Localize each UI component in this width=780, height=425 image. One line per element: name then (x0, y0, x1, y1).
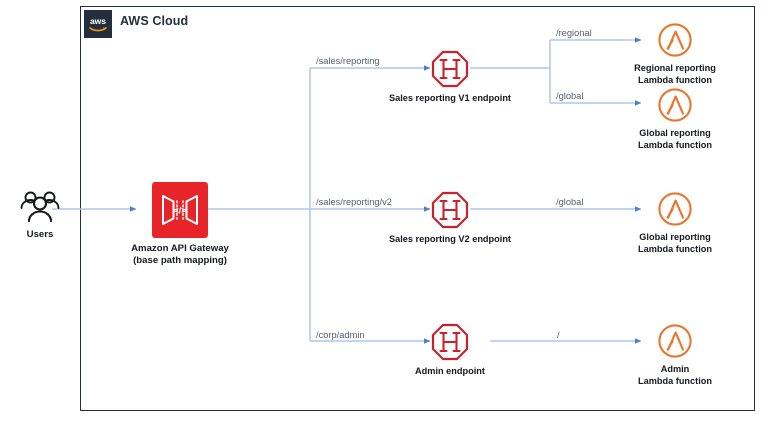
node-admin-lambda-caption: Admin Lambda function (637, 364, 712, 386)
api-endpoint-icon (431, 191, 469, 229)
node-sales-reporting-v2-endpoint[interactable]: Sales reporting V2 endpoint (386, 191, 514, 246)
lambda-icon (658, 192, 692, 226)
svg-text:</>: </> (173, 206, 187, 217)
node-sales-reporting-v1-endpoint-caption: Sales reporting V1 endpoint (388, 93, 511, 103)
edge-label-root: / (557, 330, 560, 340)
edge-label-corp-admin: /corp/admin (316, 330, 365, 340)
node-sales-reporting-v2-endpoint-caption: Sales reporting V2 endpoint (388, 234, 511, 244)
node-global-reporting-lambda-v2-caption: Global reporting Lambda function (637, 232, 712, 254)
api-endpoint-icon (431, 50, 469, 88)
node-sales-reporting-v1-endpoint[interactable]: Sales reporting V1 endpoint (386, 50, 514, 105)
edge-label-regional: /regional (556, 28, 592, 38)
node-admin-endpoint-caption: Admin endpoint (415, 366, 485, 376)
aws-cloud-label: AWS Cloud (120, 14, 189, 28)
node-admin-lambda[interactable]: Admin Lambda function (620, 323, 730, 387)
users-icon (20, 191, 60, 223)
edge-label-sales-reporting: /sales/reporting (316, 56, 380, 66)
node-api-gateway-caption: Amazon API Gateway (base path mapping) (131, 243, 229, 266)
lambda-icon (658, 88, 692, 122)
edge-label-sales-reporting-v2: /sales/reporting/v2 (316, 197, 392, 207)
api-gateway-icon: </> (152, 182, 208, 238)
node-users-caption: Users (26, 229, 54, 240)
node-global-reporting-lambda-v2[interactable]: Global reporting Lambda function (620, 191, 730, 255)
node-users[interactable]: Users (12, 190, 68, 241)
edge-label-global-v2: /global (556, 197, 584, 207)
lambda-icon (658, 23, 692, 57)
node-regional-reporting-lambda-caption: Regional reporting Lambda function (634, 63, 716, 85)
node-admin-endpoint[interactable]: Admin endpoint (406, 323, 494, 378)
node-api-gateway[interactable]: </> Amazon API Gateway (base path mappin… (112, 182, 248, 267)
edge-label-global-v1: /global (556, 91, 584, 101)
node-regional-reporting-lambda[interactable]: Regional reporting Lambda function (620, 22, 730, 86)
svg-text:aws: aws (90, 16, 106, 26)
node-global-reporting-lambda-v1[interactable]: Global reporting Lambda function (620, 87, 730, 151)
lambda-icon (658, 324, 692, 358)
node-global-reporting-lambda-v1-caption: Global reporting Lambda function (637, 128, 712, 150)
aws-logo-icon: aws (84, 10, 112, 38)
api-endpoint-icon (431, 323, 469, 361)
